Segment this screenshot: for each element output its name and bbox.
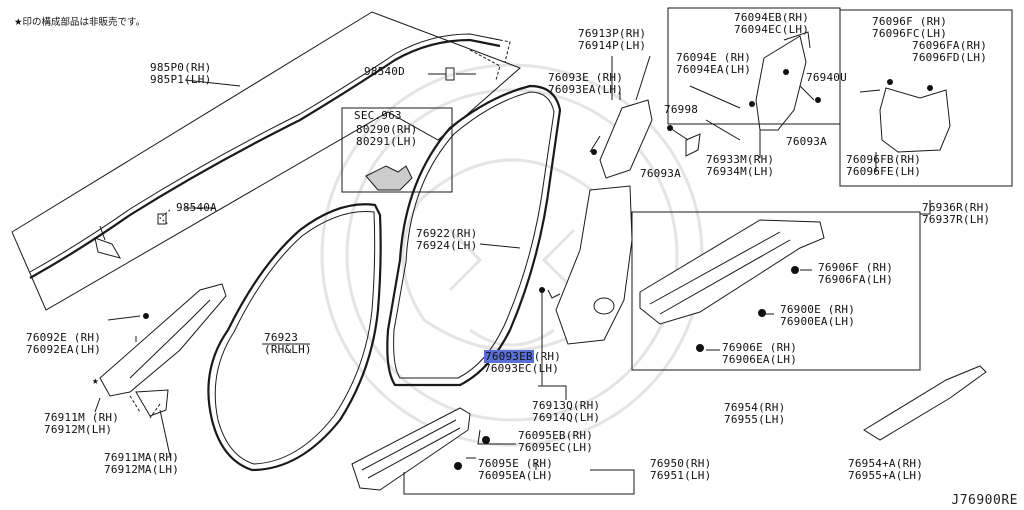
c-pillar-box bbox=[667, 7, 841, 125]
label-76094eb[interactable]: 76094EB(RH)76094EC(LH) bbox=[734, 11, 810, 36]
airbag-box-outline bbox=[11, 11, 521, 311]
label-76950[interactable]: 76950(RH)76951(LH) bbox=[650, 457, 712, 482]
clip-76940u-icon bbox=[815, 97, 821, 103]
b-pillar-lower-76913q bbox=[555, 185, 633, 345]
label-76093e[interactable]: 76093E (RH)76093EA(LH) bbox=[548, 71, 624, 96]
label-76954a[interactable]: 76954+A(RH)76955+A(LH) bbox=[848, 457, 924, 482]
clip-76094e-icon bbox=[749, 101, 755, 107]
label-76093eb-highlight[interactable]: 76093EB bbox=[484, 350, 534, 363]
label-985p0[interactable]: 985P0(RH)985P1(LH) bbox=[150, 61, 212, 86]
label-76093a-2[interactable]: 76093A bbox=[786, 135, 827, 148]
non-sale-star-icon: ★ bbox=[92, 374, 99, 387]
label-76093eb[interactable]: 76093EB(RH)76093EC(LH) bbox=[484, 350, 562, 375]
label-76954[interactable]: 76954(RH)76955(LH) bbox=[724, 401, 786, 426]
label-76913q[interactable]: 76913Q(RH)76914Q(LH) bbox=[532, 399, 601, 424]
label-76936r[interactable]: 76936R(RH)76937R(LH) bbox=[922, 201, 991, 226]
label-98540a[interactable]: 98540A bbox=[176, 201, 217, 214]
label-98540d[interactable]: 98540D bbox=[364, 65, 405, 78]
label-76092e[interactable]: 76092E (RH)76092EA(LH) bbox=[26, 331, 102, 356]
clip-76095e-icon bbox=[454, 462, 462, 470]
clip-76093e-icon bbox=[591, 149, 597, 155]
non-sale-note: ★印の構成部品は非販売です。 bbox=[14, 17, 146, 28]
label-76096fb[interactable]: 76096FB(RH)76096FE(LH) bbox=[846, 153, 922, 178]
rear-weatherstrip-76922 bbox=[386, 84, 562, 387]
kicking-plate-box bbox=[631, 211, 921, 371]
label-76906f[interactable]: 76906F (RH)76906FA(LH) bbox=[818, 261, 894, 286]
label-76913p[interactable]: 76913P(RH)76914P(LH) bbox=[578, 27, 647, 52]
door-weatherstrip-76923 bbox=[207, 203, 382, 472]
label-sec963[interactable]: SEC.963 bbox=[354, 109, 402, 122]
label-76093a-1[interactable]: 76093A bbox=[640, 167, 681, 180]
label-76940u[interactable]: 76940U bbox=[806, 71, 847, 84]
label-76933m[interactable]: 76933M(RH)76934M(LH) bbox=[706, 153, 775, 178]
clip-76900e-icon bbox=[758, 309, 766, 317]
label-76922[interactable]: 76922(RH)76924(LH) bbox=[416, 227, 478, 252]
label-76094e[interactable]: 76094E (RH)76094EA(LH) bbox=[676, 51, 752, 76]
clip-76094eb-icon bbox=[783, 69, 789, 75]
label-80290[interactable]: 80290(RH)80291(LH) bbox=[356, 123, 418, 148]
clip-76092e-icon bbox=[143, 313, 149, 319]
sill-plate-76950 bbox=[351, 407, 471, 491]
sec963-box bbox=[341, 107, 453, 193]
clip-76096fa-icon bbox=[927, 85, 933, 91]
diagram-code: J76900RE bbox=[951, 493, 1018, 508]
clip-76906e-icon bbox=[696, 344, 704, 352]
label-76095eb[interactable]: 76095EB(RH)76095EC(LH) bbox=[518, 429, 594, 454]
clip-76095eb-icon bbox=[482, 436, 490, 444]
label-76998[interactable]: 76998 bbox=[664, 103, 699, 116]
label-76911m[interactable]: 76911M (RH)76912M(LH) bbox=[44, 411, 120, 436]
clip-76998-icon bbox=[667, 125, 673, 131]
clip-76093eb-icon bbox=[539, 287, 545, 293]
c-pillar-trim-76933m bbox=[755, 35, 807, 131]
clip-76096f-icon bbox=[887, 79, 893, 85]
label-76923[interactable]: 76923(RH&LH) bbox=[264, 331, 312, 356]
reinforcement-76954a bbox=[863, 365, 987, 441]
label-76911ma[interactable]: 76911MA(RH)76912MA(LH) bbox=[104, 451, 180, 476]
label-76096fa[interactable]: 76096FA(RH)76096FD(LH) bbox=[912, 39, 988, 64]
bolt-98540d-icon bbox=[445, 67, 455, 81]
clip-76906f-icon bbox=[791, 266, 799, 274]
label-76095e[interactable]: 76095E (RH)76095EA(LH) bbox=[478, 457, 554, 482]
b-pillar-upper-76913p bbox=[599, 99, 653, 179]
bolt-98540a-icon bbox=[157, 213, 167, 225]
label-76096f[interactable]: 76096F (RH)76096FC(LH) bbox=[872, 15, 948, 40]
kicking-plate-76954 bbox=[639, 219, 825, 325]
label-76900e[interactable]: 76900E (RH)76900EA(LH) bbox=[780, 303, 856, 328]
label-76906e[interactable]: 76906E (RH)76906EA(LH) bbox=[722, 341, 798, 366]
a-pillar-trim-76911m bbox=[99, 283, 227, 397]
